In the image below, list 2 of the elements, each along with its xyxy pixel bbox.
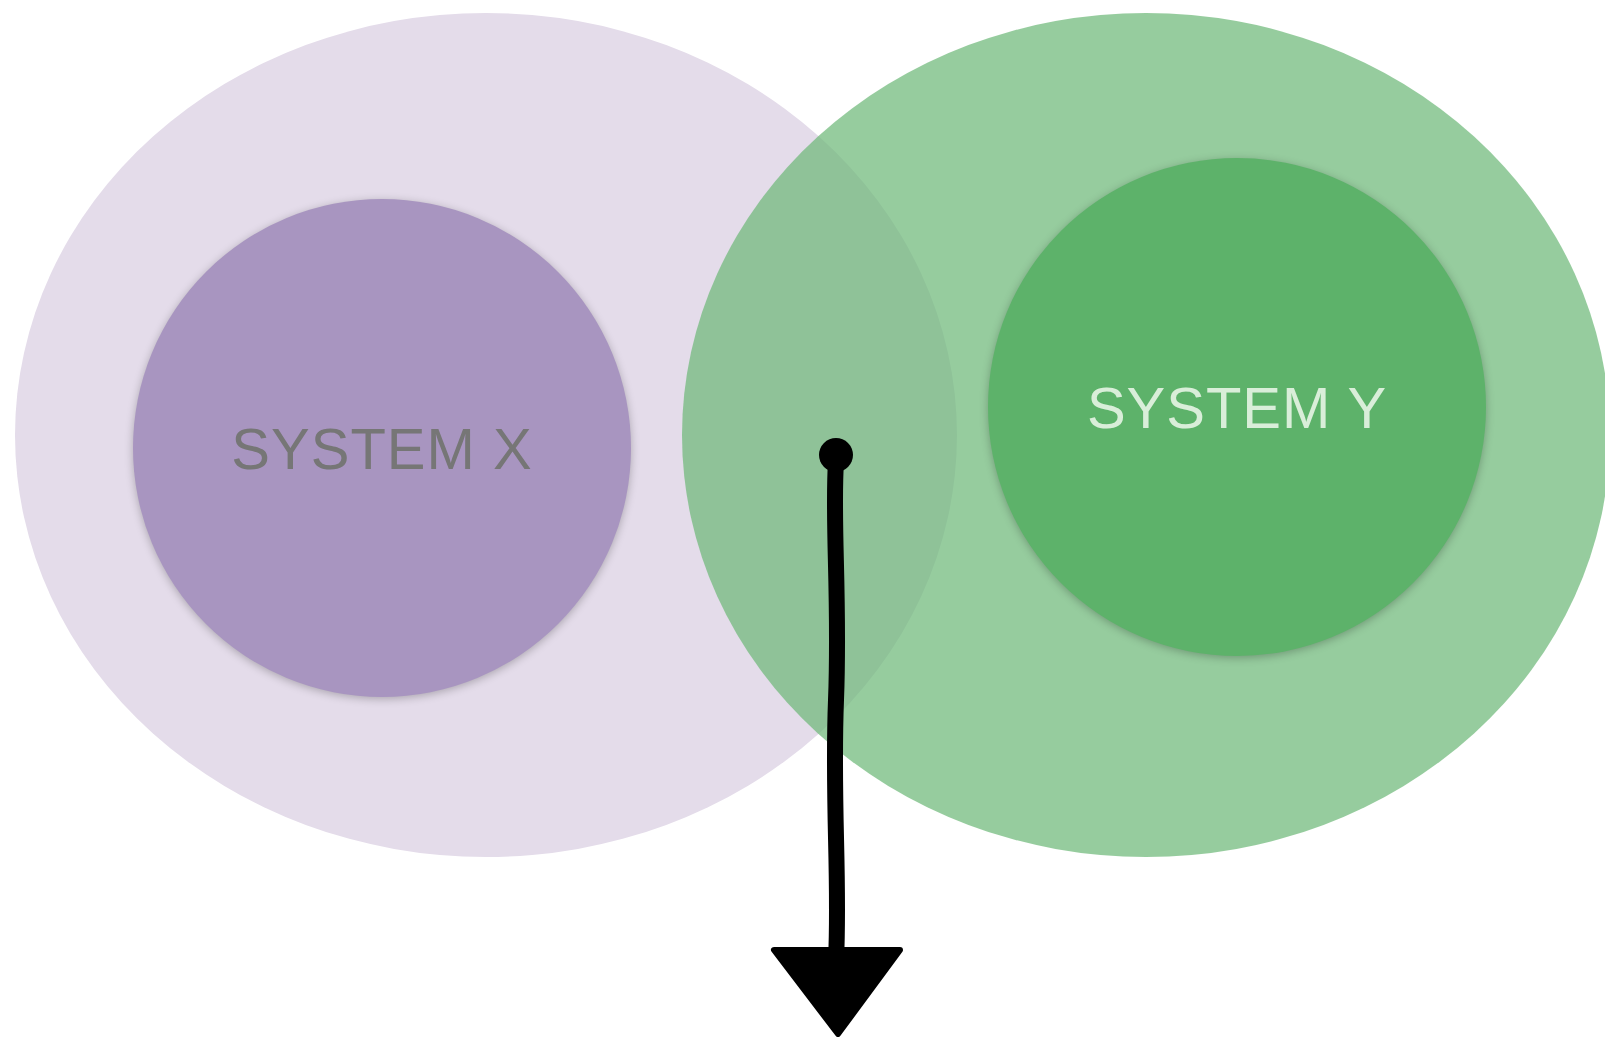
system-label: SYSTEM X [231, 414, 533, 482]
system-label: SYSTEM Y [1086, 373, 1388, 441]
